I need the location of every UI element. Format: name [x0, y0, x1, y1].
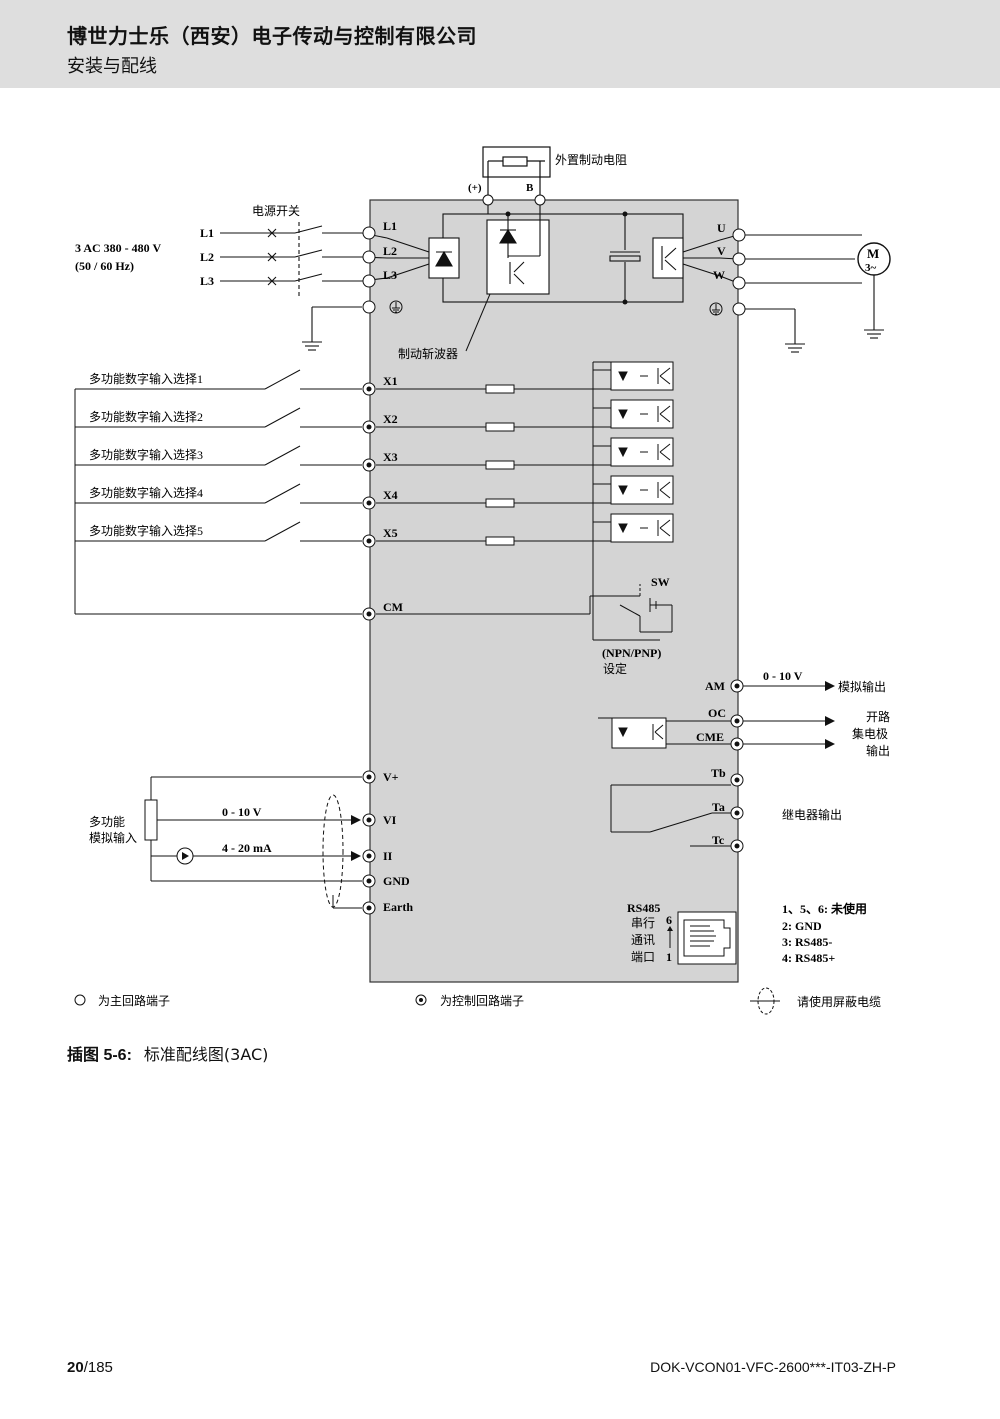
- oc-circuit: [598, 716, 835, 749]
- pin-info-4: 4: RS485+: [782, 951, 835, 965]
- oc-label-1: 开路: [866, 709, 890, 724]
- vi-range: 0 - 10 V: [222, 805, 262, 819]
- optocoupler-icons: [618, 367, 671, 537]
- legend-main: 为主回路端子: [98, 993, 170, 1008]
- rs485-line-2: 通讯: [631, 933, 655, 947]
- legend-shield: 请使用屏蔽电缆: [797, 994, 881, 1009]
- relay-output-label: 继电器输出: [782, 807, 842, 822]
- page-header: 博世力士乐（西安）电子传动与控制有限公司 安装与配线: [0, 0, 1000, 88]
- rs485-pin-1: 1: [666, 950, 672, 964]
- b-terminal: [534, 194, 546, 206]
- figure-number: 插图 5-6:: [67, 1047, 132, 1064]
- main-terminals-left: [362, 226, 376, 314]
- di-label-4: 多功能数字输入选择4: [89, 485, 203, 500]
- terminal-u: U: [717, 221, 726, 235]
- terminal-x5-label: X5: [383, 526, 398, 540]
- ai-label-2: 模拟输入: [89, 830, 137, 845]
- ground-icon: [389, 300, 403, 314]
- terminal-tc-label: Tc: [712, 833, 725, 847]
- ground-icon: [709, 302, 723, 316]
- supply-frequency: (50 / 60 Hz): [75, 259, 134, 273]
- terminal-cm-label: CM: [383, 600, 403, 614]
- relay-contact: [610, 784, 731, 847]
- pin-info-3: 3: RS485-: [782, 935, 832, 949]
- terminal-vi-label: VI: [383, 813, 397, 827]
- terminal-ta-label: Ta: [712, 800, 725, 814]
- terminal-w: W: [713, 268, 725, 282]
- line-l1-label: L1: [200, 226, 214, 240]
- main-terminal-legend-icon: [74, 994, 86, 1006]
- brake-resistor-label: 外置制动电阻: [555, 153, 627, 167]
- rs485-line-1: 串行: [631, 916, 655, 930]
- di-label-5: 多功能数字输入选择5: [89, 523, 203, 538]
- oc-label-2: 集电极: [852, 726, 888, 741]
- terminal-l3: L3: [383, 268, 397, 282]
- pin-info-1: 1、5、6: 未使用: [782, 901, 867, 916]
- digital-input-wiring: [74, 361, 673, 641]
- am-range: 0 - 10 V: [763, 669, 803, 683]
- rj45-connector-icon: [677, 911, 737, 965]
- rs485-label: RS485: [627, 901, 660, 915]
- page-current: 20: [67, 1359, 84, 1376]
- analog-output-label: 模拟输出: [838, 679, 886, 694]
- company-name: 博世力士乐（西安）电子传动与控制有限公司: [67, 24, 477, 48]
- terminal-l2: L2: [383, 244, 397, 258]
- terminal-x3-label: X3: [383, 450, 398, 464]
- output-lines: [682, 234, 884, 353]
- figure-title: 标准配线图(3AC): [143, 1045, 269, 1064]
- terminal-tb-label: Tb: [711, 766, 726, 780]
- terminal-oc-label: OC: [708, 706, 726, 720]
- terminal-x2-label: X2: [383, 412, 398, 426]
- figure-caption: 插图 5-6: 标准配线图(3AC): [67, 1041, 268, 1065]
- terminal-x1-label: X1: [383, 374, 398, 388]
- ai-label-1: 多功能: [89, 815, 125, 829]
- ii-range: 4 - 20 mA: [222, 841, 272, 855]
- ai-terminals: [362, 770, 376, 915]
- document-id: DOK-VCON01-VFC-2600***-IT03-ZH-P: [650, 1359, 896, 1375]
- b-terminal-label: B: [526, 182, 534, 194]
- supply-lines: [220, 222, 430, 351]
- main-terminals-right: [732, 228, 746, 316]
- supply-voltage: 3 AC 380 - 480 V: [75, 241, 161, 255]
- npn-pnp-label: (NPN/PNP): [602, 646, 661, 660]
- legend-control: 为控制回路端子: [440, 993, 524, 1008]
- sw-label: SW: [651, 575, 670, 589]
- power-circuit: [428, 205, 684, 303]
- rs485-pin-6: 6: [666, 913, 672, 927]
- terminal-ii-label: II: [383, 849, 393, 863]
- motor-icon: [857, 242, 891, 276]
- terminal-vplus-label: V+: [383, 770, 399, 784]
- oc-label-3: 输出: [866, 743, 890, 758]
- line-l3-label: L3: [200, 274, 214, 288]
- shielded-cable-icon: [750, 987, 780, 1015]
- terminal-gnd-label: GND: [383, 874, 410, 888]
- motor-label: M: [867, 246, 879, 261]
- plus-terminal: [482, 194, 494, 206]
- motor-phase: 3~: [865, 262, 877, 274]
- di-label-2: 多功能数字输入选择2: [89, 409, 203, 424]
- plus-terminal-label: (+): [468, 182, 482, 194]
- brake-resistor: [482, 146, 551, 195]
- section-title: 安装与配线: [67, 56, 157, 77]
- power-switch-label: 电源开关: [252, 204, 300, 218]
- di-label-3: 多功能数字输入选择3: [89, 447, 203, 462]
- terminal-am-label: AM: [705, 679, 725, 693]
- terminal-x4-label: X4: [383, 488, 398, 502]
- terminal-cme-label: CME: [696, 730, 724, 744]
- terminal-v: V: [717, 244, 726, 258]
- drive-body: [369, 199, 739, 983]
- line-l2-label: L2: [200, 250, 214, 264]
- setting-label: 设定: [603, 661, 627, 676]
- rs485-line-3: 端口: [631, 950, 655, 964]
- terminal-earth-label: Earth: [383, 900, 413, 914]
- wiring-diagram: 外置制动电阻 (+) B 制动斩波器 电源开关 3 AC 380 - 480 V…: [74, 146, 891, 1015]
- chopper-label: 制动斩波器: [398, 347, 458, 361]
- page-number: 20/185: [67, 1359, 113, 1376]
- pin-info-2: 2: GND: [782, 919, 822, 933]
- page-total: /185: [83, 1359, 113, 1376]
- di-label-1: 多功能数字输入选择1: [89, 371, 203, 386]
- di-channel: 多功能数字输入选择4 X4: [75, 475, 674, 510]
- terminal-l1: L1: [383, 219, 397, 233]
